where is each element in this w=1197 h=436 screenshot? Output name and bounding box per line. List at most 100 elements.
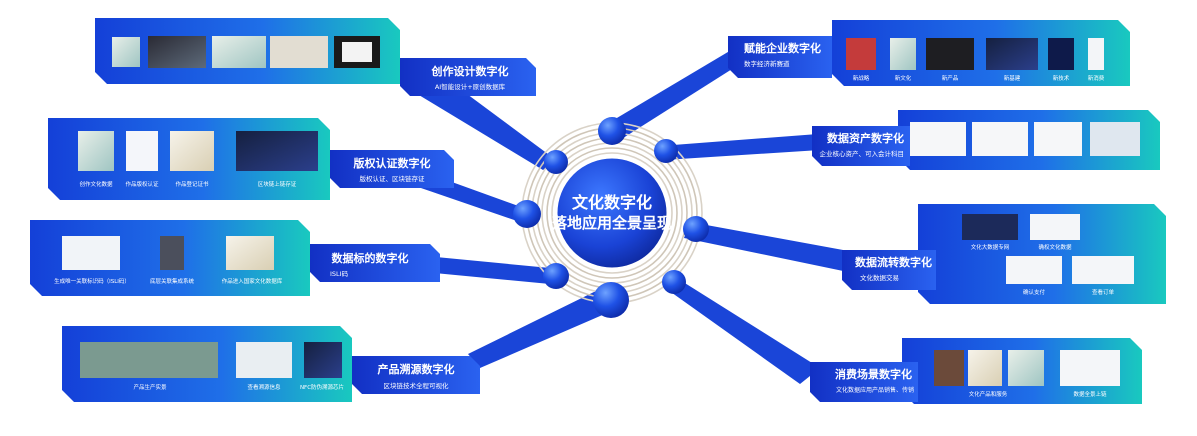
image-caption: 新基建 [1004,74,1021,82]
image-caption: 作品版权认证 [125,180,159,188]
image-caption: 新技术 [1053,74,1070,82]
image-caption: 查看订单 [1092,288,1115,296]
thumb-flow-4 [1072,256,1134,284]
thumb-trace-3 [304,342,342,378]
ribbon-consume: 消费场景数字化 文化数据应用产品销售、传销 [810,362,918,402]
branch-subtitle: 文化数据交易 [860,273,899,282]
image-caption: 作品登记证书 [175,180,209,188]
thumb-enterprise-4 [986,38,1038,70]
ribbon-copyright: 版权认证数字化 版权认证、区块链存证 [330,150,454,188]
branch-subtitle: 文化数据应用产品销售、传销 [836,386,914,394]
branch-title: 数据标的数字化 [332,251,409,265]
thumb-consume-3 [1008,350,1044,386]
branch-subtitle: 数字经济新赛道 [744,59,790,68]
thumb-consume-1 [934,350,964,386]
beam-flow [684,222,854,272]
branch-title: 创作设计数字化 [431,64,509,78]
image-caption: 新消费 [1088,74,1105,82]
thumb-asset-2 [972,122,1028,156]
ribbon-trace: 产品溯源数字化 区块链技术全程可视化 [352,356,480,394]
hub-core [554,155,670,271]
node-copyright [513,200,541,228]
panel-consume: 文化产品和服务 数据全景上链 [902,338,1142,404]
panel-creative [95,18,400,84]
beam-creative [404,74,556,170]
node-datamark [543,263,569,289]
ribbon-asset: 数据资产数字化 企业核心资产、可入会计科目 [812,126,910,166]
image-caption: 创作文化数据 [79,180,113,188]
panel-copyright: 创作文化数据 作品版权认证 作品登记证书 区块链上链存证 [48,118,330,200]
thumb-asset-1 [910,122,966,156]
image-caption: 数据全景上链 [1073,390,1107,398]
thumb-copyright-4 [236,131,318,171]
connector-beams [380,46,854,384]
image-caption: 新文化 [895,74,912,82]
branch-subtitle: ISLI码 [330,270,349,278]
thumb-copyright-2 [126,131,158,171]
branch-subtitle: 区块链技术全程可视化 [384,381,450,390]
beam-trace [468,290,614,368]
orbit-nodes [513,117,709,318]
thumb-consume-2 [968,350,1002,386]
image-caption: 作品进入国家文化数据库 [222,277,283,285]
image-caption: 区块链上链存证 [258,180,297,188]
thumb-datamark-2 [160,236,184,270]
branch-subtitle: 版权认证、区块链存证 [360,174,426,183]
image-caption: 底层关联集成系统 [150,277,195,285]
panel-trace: 产品生产实景 查看溯源信息 NFC防伪溯源芯片 [62,326,352,402]
branch-title: 产品溯源数字化 [378,362,455,376]
node-consume [662,270,686,294]
thumb-creative-1 [112,37,140,67]
thumb-enterprise-6 [1088,38,1104,70]
thumb-copyright-3 [170,131,214,171]
beam-asset [660,134,820,160]
image-caption: 查看溯源信息 [247,383,281,391]
image-caption: 确认支付 [1023,288,1046,296]
image-caption: 新战略 [853,74,870,82]
panel-asset [898,110,1160,170]
thumb-asset-4 [1090,122,1140,156]
thumb-flow-3 [1006,256,1062,284]
thumb-enterprise-1 [846,38,876,70]
branch-title: 版权认证数字化 [354,156,431,170]
thumb-enterprise-2 [890,38,916,70]
branch-subtitle: 企业核心资产、可入会计科目 [820,149,905,158]
panel-enterprise: 新战略 新文化 新产品 新基建 新技术 新消费 [832,20,1130,86]
ribbon-enterprise: 赋能企业数字化 数字经济新赛道 [728,36,832,78]
thumb-enterprise-3 [926,38,974,70]
thumb-trace-2 [236,342,292,378]
branch-title: 数据资产数字化 [827,131,904,145]
thumb-asset-3 [1034,122,1082,156]
image-caption: NFC防伪溯源芯片 [300,383,344,391]
hub-title-line2: 落地应用全景呈现 [552,214,672,232]
thumb-trace-1 [80,342,218,378]
thumb-copyright-1 [78,131,114,171]
branch-title: 消费场景数字化 [835,367,912,381]
image-caption: 文化产品和服务 [969,390,1008,398]
node-creative [544,150,568,174]
node-enterprise [598,117,626,145]
thumb-datamark-3 [226,236,274,270]
thumb-consume-4 [1060,350,1120,386]
thumb-enterprise-5 [1048,38,1074,70]
beam-enterprise [600,46,740,140]
thumb-creative-4 [270,36,328,68]
branch-title: 赋能企业数字化 [744,41,821,55]
image-caption: 确权文化数据 [1038,243,1072,251]
thumb-flow-1 [962,214,1018,240]
thumb-creative-3 [212,36,266,68]
image-caption: 产品生产实景 [133,383,167,391]
beam-consume [668,280,820,384]
branch-title: 数据流转数字化 [855,255,932,269]
thumb-creative-2 [148,36,206,68]
panel-datamark: 生成唯一关联标识码（ISLI码） 底层关联集成系统 作品进入国家文化数据库 [30,220,310,296]
panel-flow: 文化大数据专网 确权文化数据 确认支付 查看订单 [918,204,1166,304]
ribbon-creative: 创作设计数字化 AI智能设计+原创数据库 [400,58,536,96]
branch-subtitle: AI智能设计+原创数据库 [435,82,506,91]
thumb-flow-2 [1030,214,1080,240]
ribbon-datamark: 数据标的数字化 ISLI码 [310,244,440,282]
node-flow [683,216,709,242]
node-asset [654,139,678,163]
